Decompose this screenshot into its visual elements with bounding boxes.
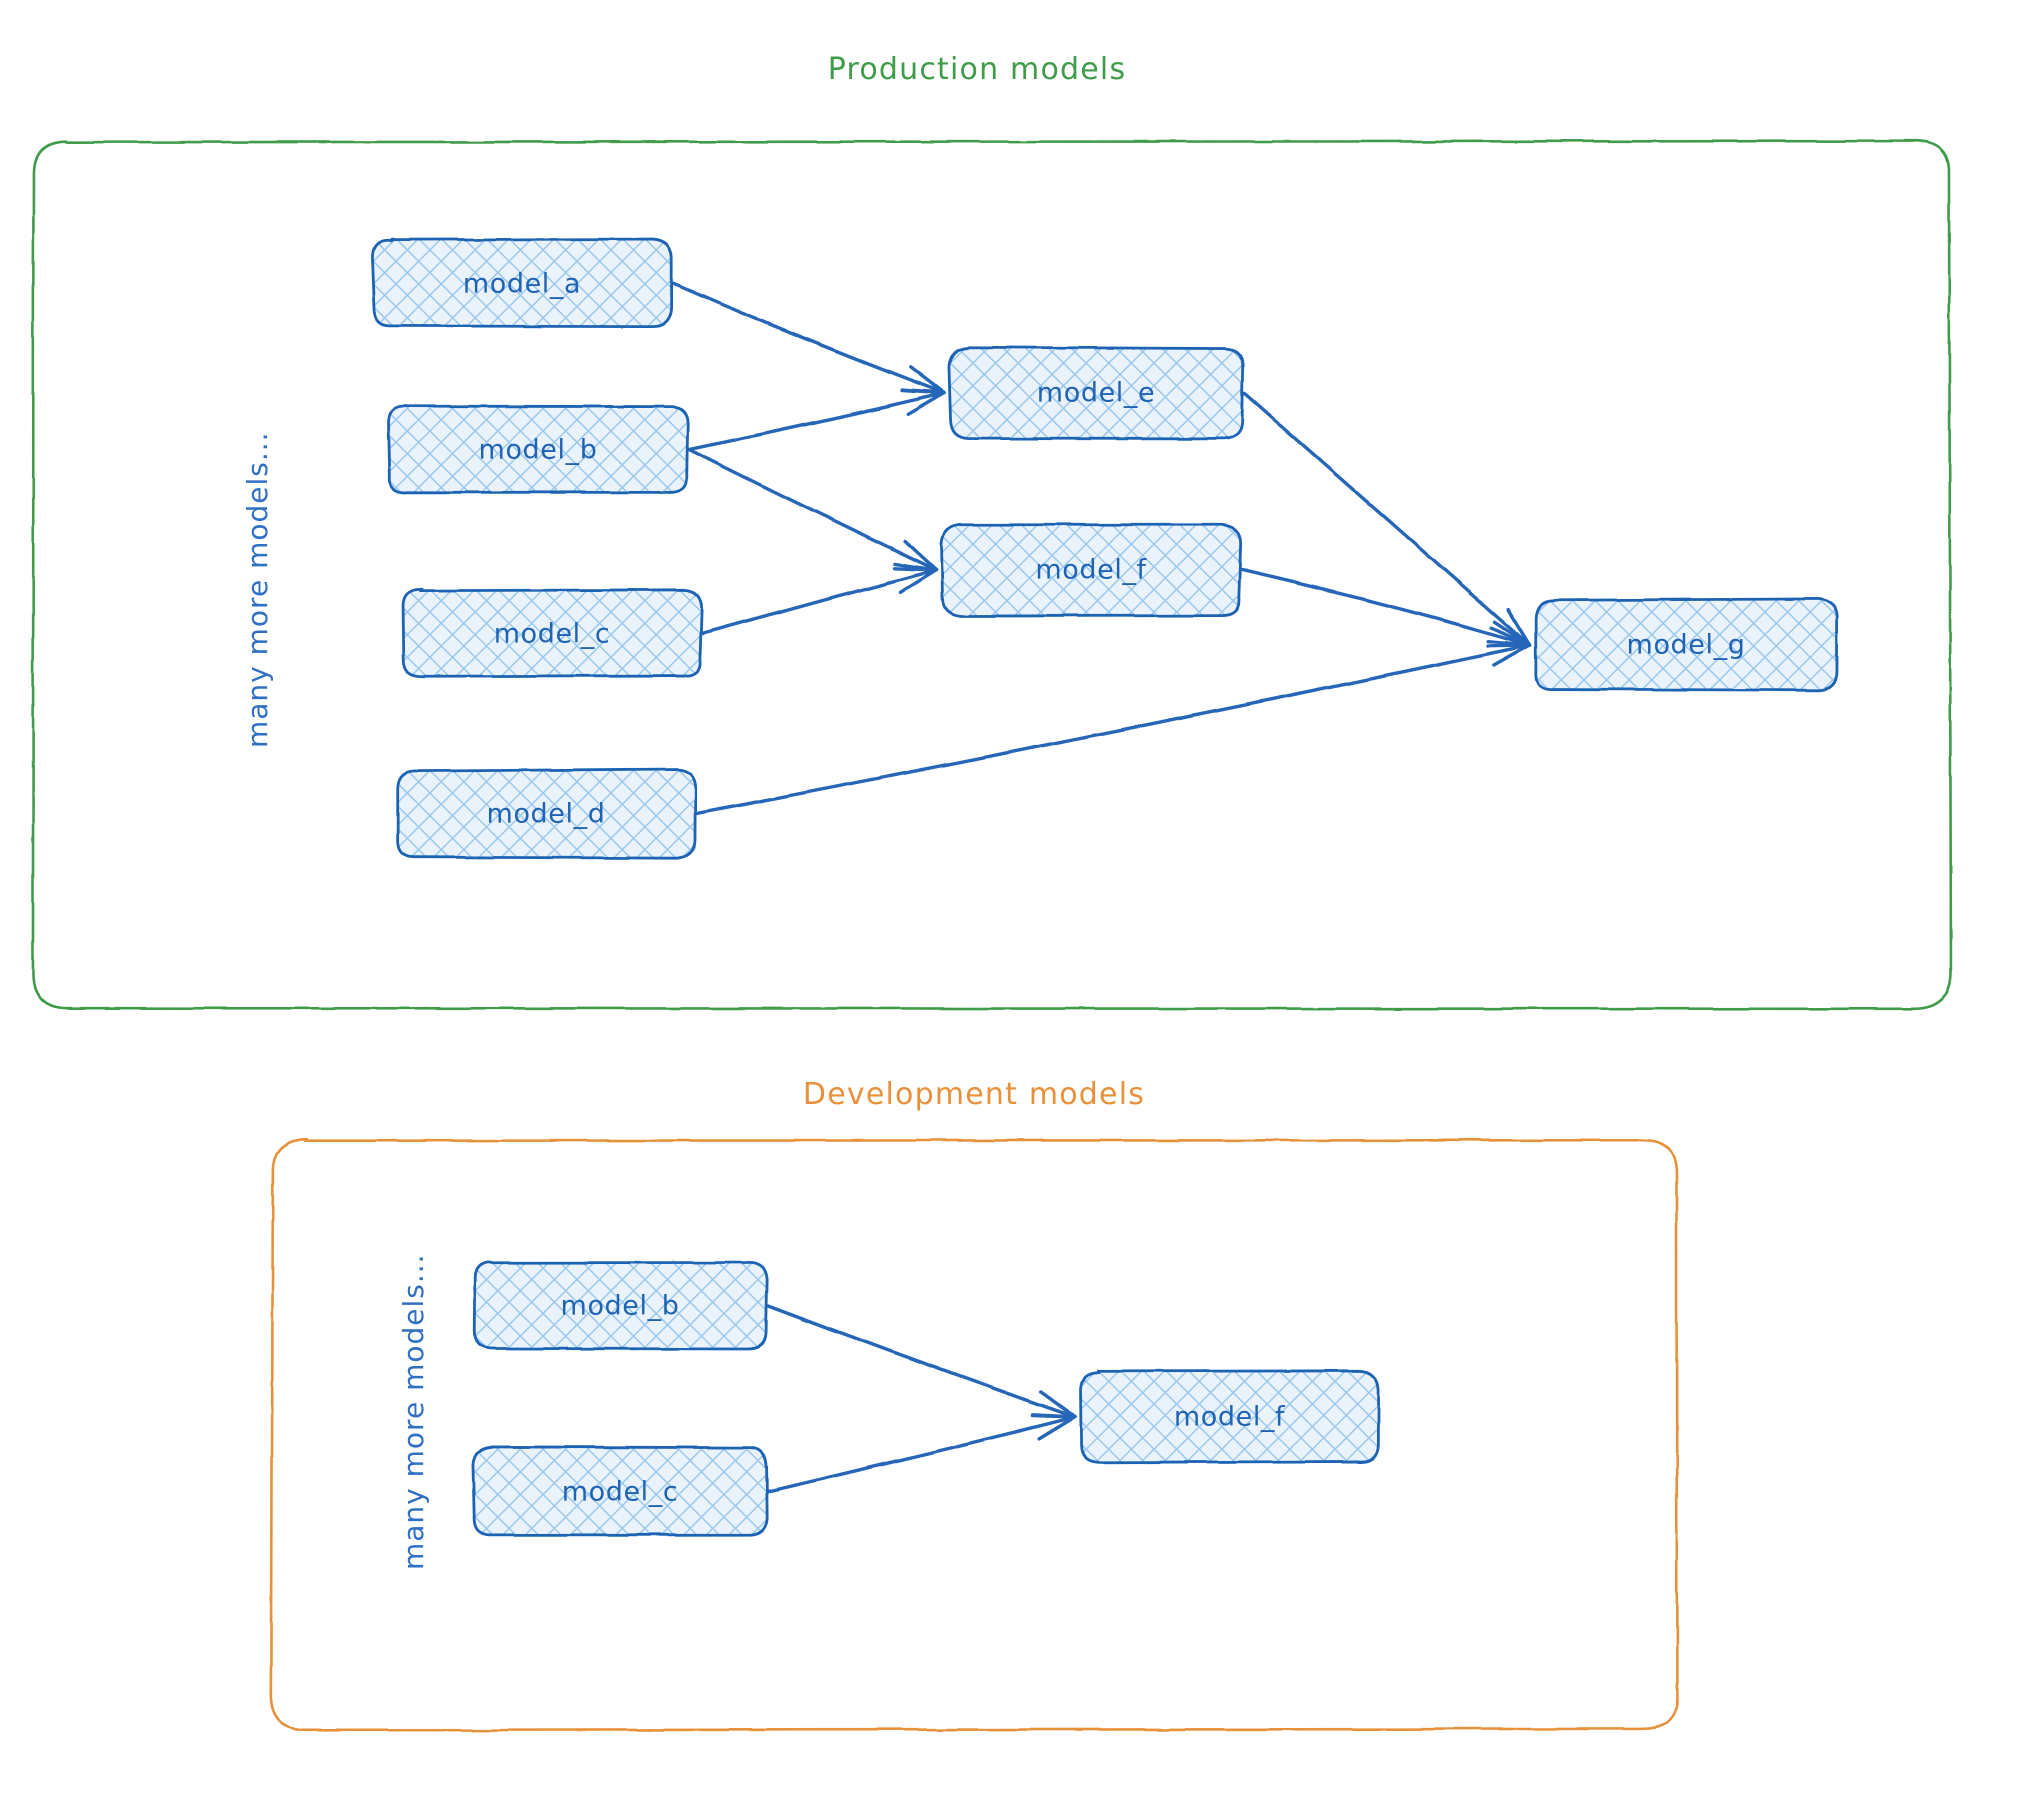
nodes-layer (370, 237, 1839, 1537)
edge-line (1240, 568, 1532, 647)
edge-d_model_b-to-d_model_f (766, 1303, 1077, 1419)
node-border (1079, 1369, 1381, 1464)
node-p_model_f[interactable] (940, 522, 1243, 618)
edge-line (687, 391, 946, 452)
group-containers-layer (31, 139, 1953, 1732)
node-p_model_d[interactable] (396, 767, 698, 860)
edge-p_model_b-to-p_model_e (687, 388, 946, 452)
edge-arrowhead (892, 566, 938, 595)
node-p_model_a[interactable] (370, 237, 674, 329)
node-border (471, 1445, 769, 1537)
node-p_model_e[interactable] (947, 345, 1245, 441)
node-fill (403, 589, 702, 677)
edge-arrowhead (1486, 639, 1532, 668)
node-border (401, 587, 704, 679)
node-fill (397, 768, 696, 859)
node-border (396, 767, 698, 860)
edge-p_model_d-to-p_model_g (695, 639, 1532, 816)
node-border (1534, 597, 1839, 692)
node-d_model_c[interactable] (471, 1445, 769, 1537)
node-fill (371, 239, 672, 327)
node-p_model_c[interactable] (401, 587, 704, 679)
edge-arrowhead (892, 539, 938, 572)
group-title-production: Production models (827, 52, 1127, 87)
node-border (940, 522, 1243, 618)
node-fill (388, 406, 688, 493)
group-border-production (31, 139, 1953, 1011)
edge-line (766, 1415, 1077, 1494)
edges-layer (671, 281, 1532, 1494)
edge-d_model_c-to-d_model_f (766, 1413, 1077, 1494)
node-border (947, 345, 1245, 441)
node-fill (1536, 598, 1837, 691)
edge-p_model_c-to-p_model_f (701, 566, 938, 636)
node-fill (948, 347, 1243, 439)
edge-line (687, 447, 938, 572)
edge-arrowhead (1031, 1413, 1077, 1441)
group-border-development (270, 1137, 1679, 1732)
edge-line (671, 281, 946, 395)
side-note-production: many more models... (241, 431, 274, 748)
edge-line (701, 568, 938, 636)
node-fill (474, 1262, 767, 1350)
node-p_model_g[interactable] (1534, 597, 1839, 692)
node-fill (472, 1446, 768, 1535)
edge-p_model_a-to-p_model_e (671, 281, 946, 395)
edge-line (766, 1303, 1077, 1419)
group-container-development (270, 1137, 1679, 1732)
node-border (387, 404, 690, 494)
edge-line (1242, 391, 1532, 647)
node-p_model_b[interactable] (387, 404, 690, 494)
node-fill (941, 524, 1241, 617)
group-container-production (31, 139, 1953, 1011)
group-title-development: Development models (802, 1077, 1146, 1112)
node-border (472, 1260, 769, 1351)
node-border (370, 237, 674, 329)
node-d_model_b[interactable] (472, 1260, 769, 1351)
side-note-development: many more models... (397, 1253, 430, 1570)
node-d_model_f[interactable] (1079, 1369, 1381, 1464)
edge-line (695, 643, 1532, 816)
edge-arrowhead (900, 388, 946, 416)
edge-p_model_b-to-p_model_f (687, 447, 938, 572)
node-fill (1080, 1370, 1379, 1463)
